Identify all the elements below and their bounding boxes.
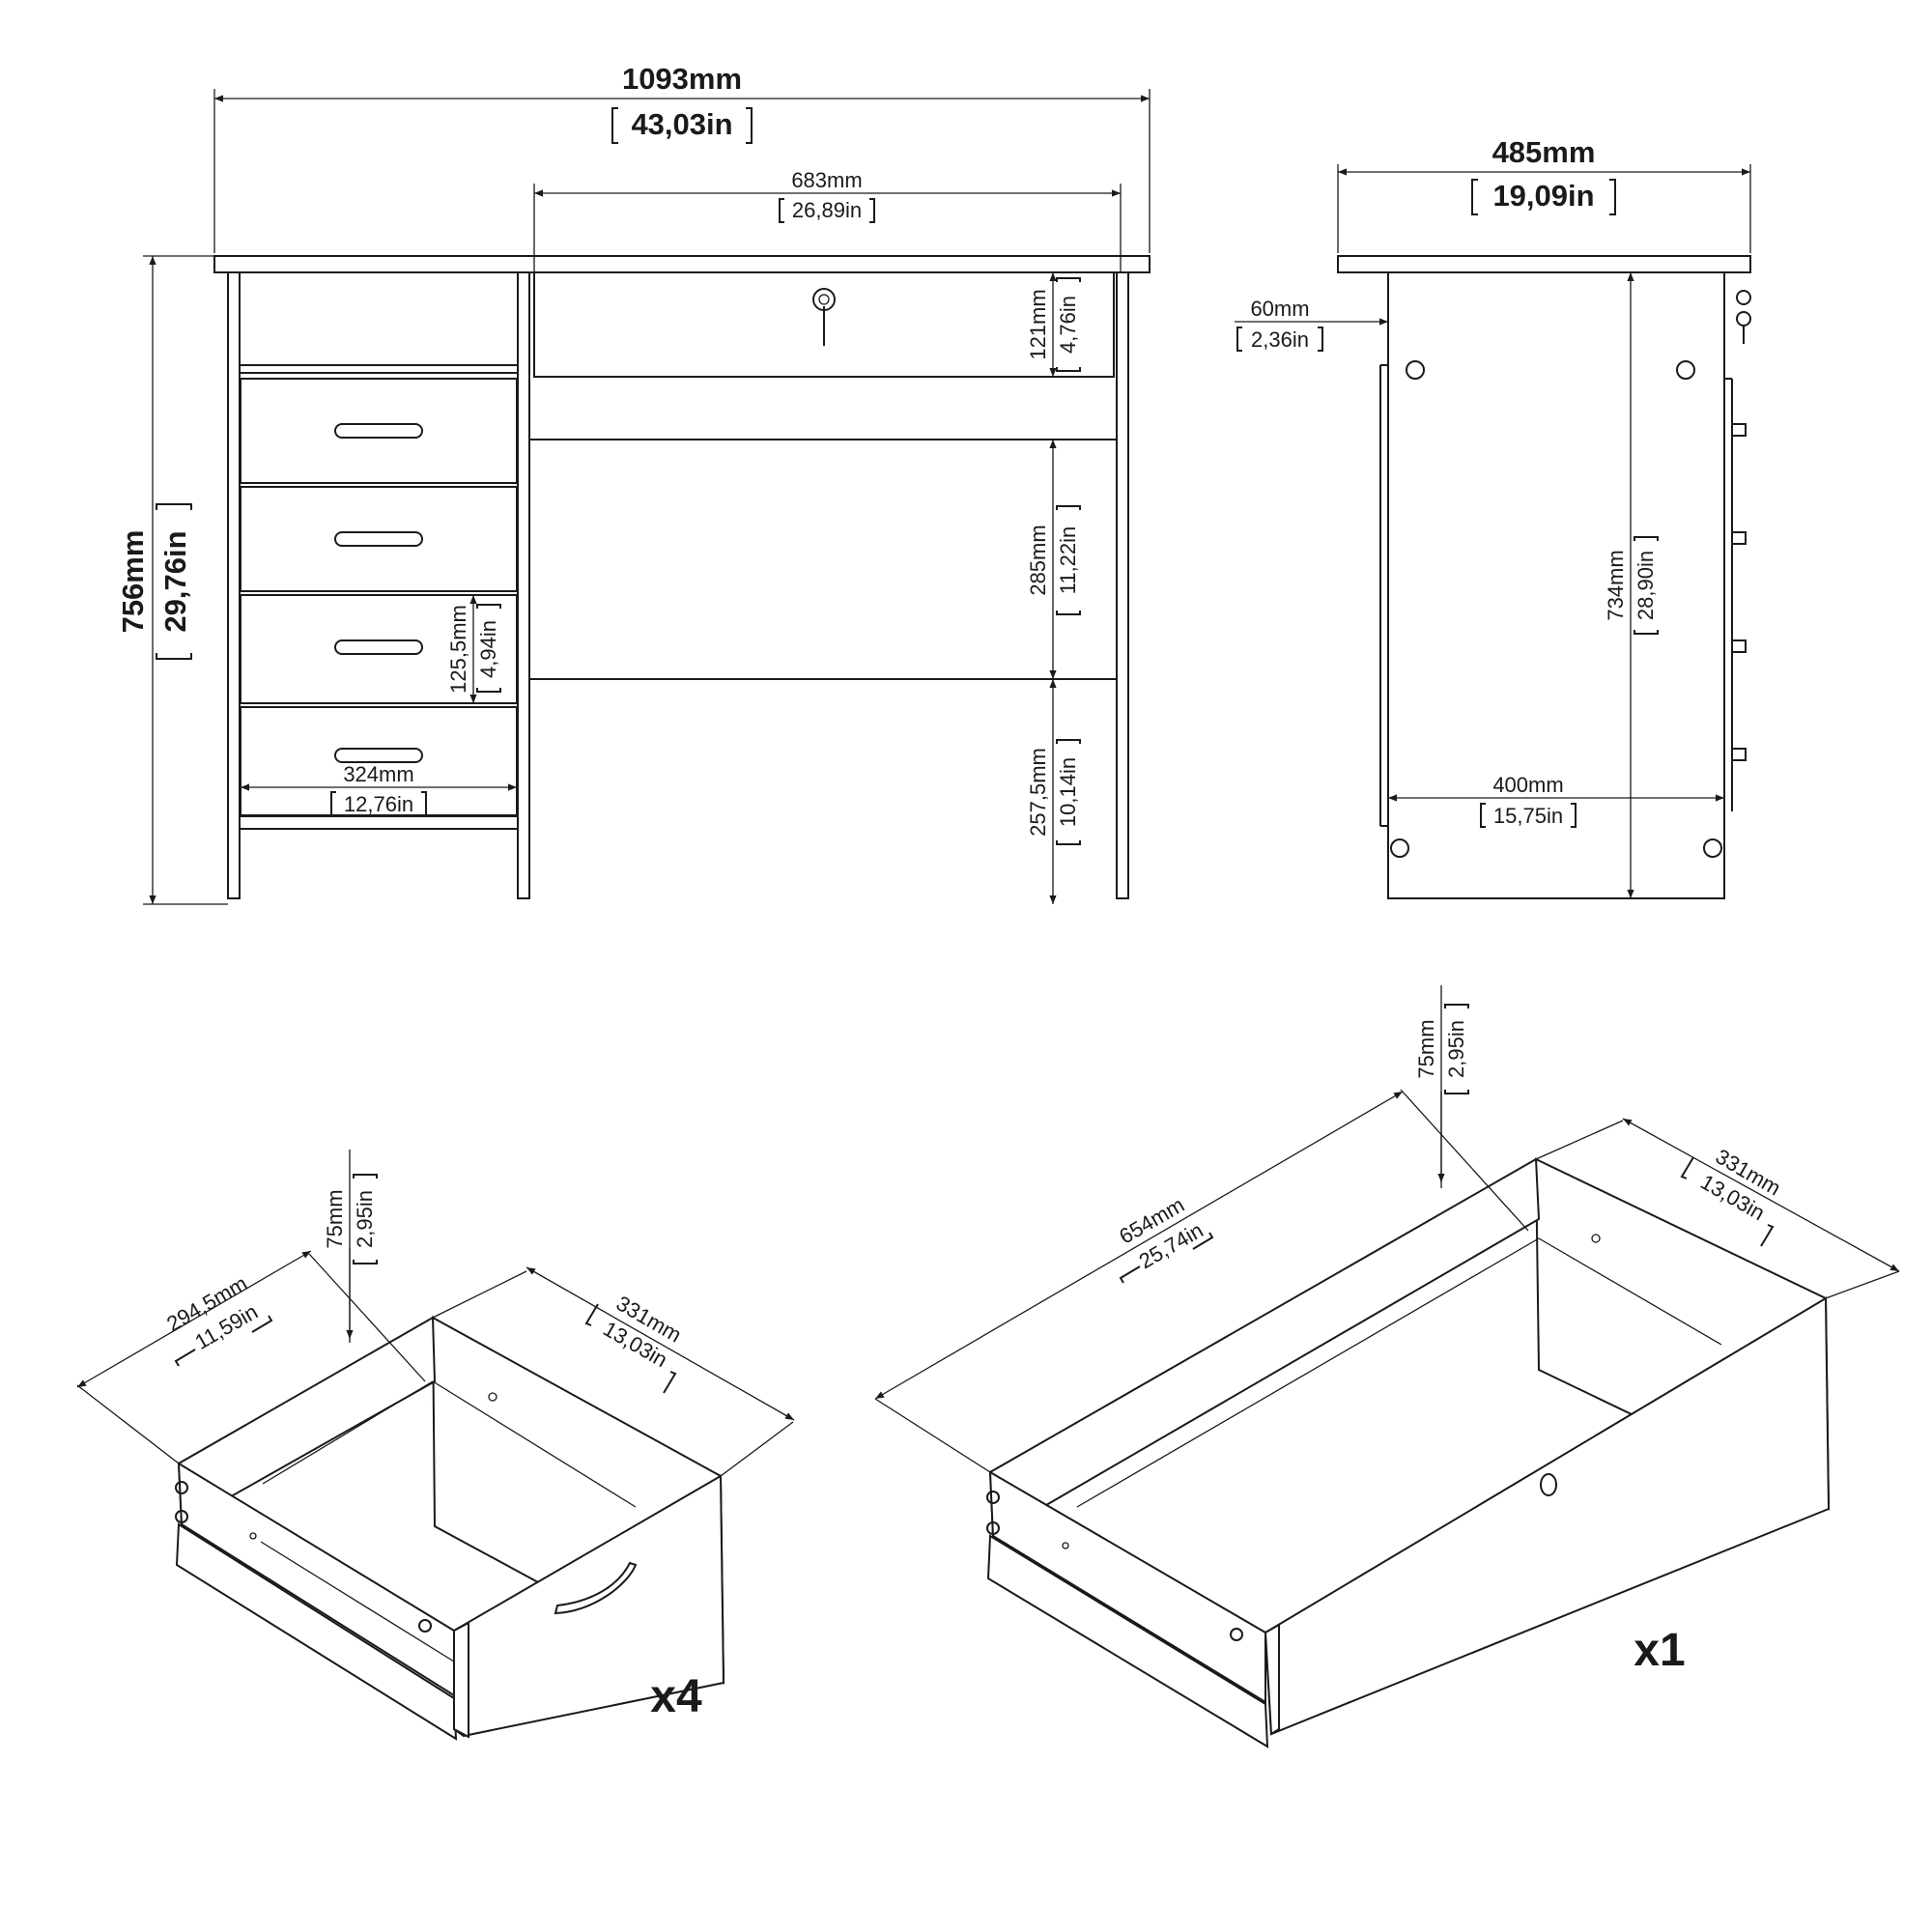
key-icon	[1736, 290, 1751, 344]
lock-icon	[812, 288, 836, 346]
small-drawer-height-mm: 75mm	[323, 1189, 347, 1248]
cam-fitting-icon	[1676, 360, 1695, 380]
knee-opening-mm: 285mm	[1026, 525, 1050, 595]
top-drawer-height-in: 4,76in	[1056, 296, 1080, 354]
side-height-in: 28,90in	[1634, 551, 1658, 620]
drawer-front-edge	[453, 1621, 469, 1739]
handle-profile	[1731, 531, 1747, 545]
overall-width-mm: 1093mm	[622, 62, 742, 96]
screw-icon	[175, 1510, 188, 1523]
handle-profile	[1731, 748, 1747, 761]
side-drawer-height-in: 4,94in	[476, 620, 500, 678]
hole-icon	[488, 1392, 497, 1402]
side-drawer-stack	[240, 378, 518, 816]
depth-in: 19,09in	[1492, 179, 1594, 213]
drawer-left-side	[988, 1470, 1266, 1704]
handle-profile	[1731, 639, 1747, 653]
overall-width-in: 43,03in	[631, 107, 732, 141]
screw-icon	[418, 1619, 432, 1633]
side-top	[1337, 255, 1751, 273]
drawer-handle-icon	[334, 531, 423, 547]
side-drawer-width-mm: 324mm	[343, 762, 413, 786]
overhang-in: 2,36in	[1251, 327, 1309, 352]
screw-icon	[1230, 1628, 1243, 1641]
drawer-handle-icon	[554, 1561, 638, 1615]
drawer-width-in: 26,89in	[792, 198, 862, 222]
inner-depth-mm: 400mm	[1492, 773, 1563, 797]
small-drawer-illustration	[175, 1316, 725, 1741]
front-view	[213, 255, 1151, 899]
large-drawer-illustration	[986, 1157, 1831, 1748]
knee-opening-in: 11,22in	[1056, 526, 1080, 595]
drawer-runner	[986, 1534, 1269, 1748]
cam-fitting-icon	[1703, 838, 1722, 858]
hole-icon	[1062, 1542, 1069, 1549]
side-panel	[1387, 271, 1725, 899]
screw-icon	[175, 1481, 188, 1494]
side-drawer-width-in: 12,76in	[344, 792, 413, 816]
drawer-runner	[175, 1522, 458, 1741]
cam-fitting-icon	[1390, 838, 1409, 858]
drawer-front-edge	[1264, 1623, 1280, 1736]
side-height-mm: 734mm	[1604, 550, 1628, 620]
finger-hole-icon	[1540, 1473, 1557, 1496]
floor-clearance-in: 10,14in	[1056, 757, 1080, 827]
drawer-back-panel	[988, 1157, 1541, 1538]
side-dimensions: 485mm 19,09in 60mm 2,36in 734mm 28,90in …	[1235, 135, 1751, 898]
inner-depth-in: 15,75in	[1493, 804, 1563, 828]
pedestal-inner-panel	[517, 271, 530, 899]
screw-icon	[986, 1521, 1000, 1535]
large-drawer-height-in: 2,95in	[1444, 1020, 1468, 1078]
side-view	[1337, 255, 1751, 899]
drawer-handle-icon	[334, 423, 423, 439]
hole-icon	[249, 1532, 257, 1540]
floor-clearance-mm: 257,5mm	[1026, 748, 1050, 837]
front-dimensions: 1093mm 43,03in 683mm 26,89in 756mm 29,76…	[116, 62, 1151, 905]
depth-mm: 485mm	[1492, 135, 1596, 169]
small-drawer-quantity: x4	[650, 1671, 702, 1722]
overhang-mm: 60mm	[1250, 297, 1309, 321]
drawer-handle-icon	[334, 748, 423, 763]
drawer-handle-icon	[334, 639, 423, 655]
screw-icon	[986, 1491, 1000, 1504]
large-drawer-quantity: x1	[1634, 1625, 1685, 1676]
right-side-panel	[1116, 271, 1129, 899]
cam-fitting-icon	[1406, 360, 1425, 380]
desk-top	[213, 255, 1151, 273]
overall-height-mm: 756mm	[116, 530, 150, 634]
top-drawer-height-mm: 121mm	[1026, 289, 1050, 359]
overall-height-in: 29,76in	[158, 530, 192, 632]
side-drawer-height-mm: 125,5mm	[446, 605, 470, 694]
left-side-panel	[227, 271, 241, 899]
large-drawer-height-mm: 75mm	[1414, 1019, 1438, 1078]
handle-profile	[1731, 423, 1747, 437]
small-drawer-height-in: 2,95in	[353, 1190, 377, 1248]
hole-icon	[1591, 1234, 1601, 1243]
drawer-width-mm: 683mm	[791, 168, 862, 192]
